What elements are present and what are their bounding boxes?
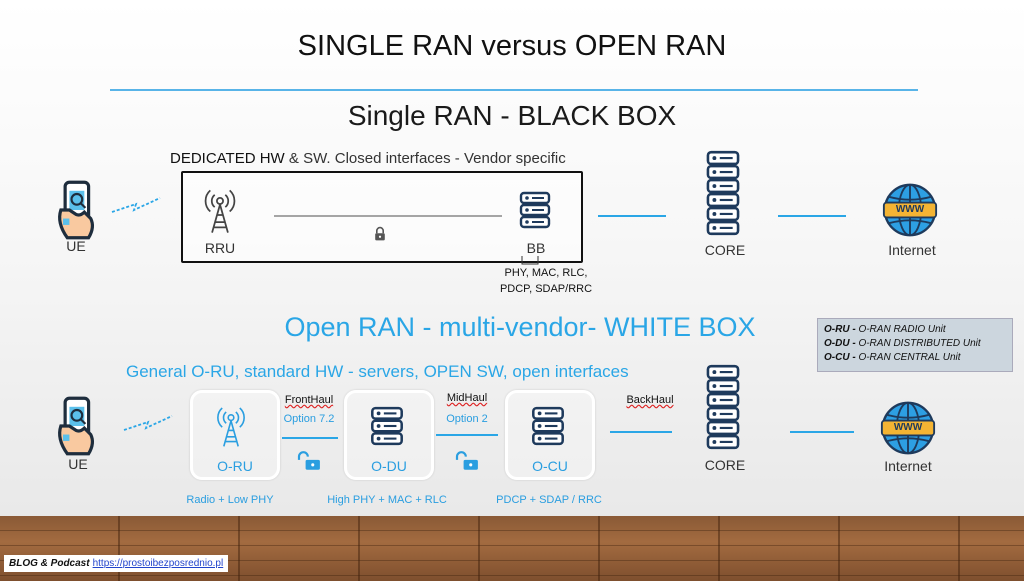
core-label: CORE	[704, 457, 746, 473]
rru-label: RRU	[204, 240, 236, 256]
open-lock-icon	[296, 450, 324, 472]
ue-phone-icon	[52, 178, 106, 242]
core-internet-link	[790, 431, 854, 433]
core-internet-link	[778, 215, 846, 217]
subtitle-rest: & SW. Closed interfaces - Vendor specifi…	[284, 150, 566, 167]
core-label: CORE	[704, 242, 746, 258]
fronthaul-link	[282, 437, 338, 439]
rru-tower-icon	[198, 180, 242, 236]
subtitle-bold: DEDICATED HW	[170, 150, 285, 167]
bb-bracket	[521, 256, 539, 265]
internal-link	[274, 215, 502, 217]
legend-key: O-CU -	[824, 352, 856, 363]
legend-box: O-RU - O-RAN RADIO Unit O-DU - O-RAN DIS…	[817, 318, 1013, 372]
core-server-icon	[698, 364, 748, 450]
open-ran-heading: Open RAN - multi-vendor- WHITE BOX	[284, 312, 756, 342]
fronthaul-label: FrontHaul	[284, 394, 334, 406]
title-divider	[110, 89, 918, 91]
backhaul-label: BackHaul	[626, 394, 674, 406]
ue-phone-icon	[52, 394, 106, 458]
footer-label: BLOG & Podcast	[9, 558, 90, 569]
legend-item-ocu: O-CU - O-RAN CENTRAL Unit	[824, 351, 1006, 365]
globe-www-text: WWW	[893, 422, 923, 433]
legend-desc: O-RAN CENTRAL Unit	[858, 352, 961, 363]
internet-label: Internet	[888, 242, 936, 258]
bb-core-link	[598, 215, 666, 217]
backhaul-link	[610, 431, 672, 433]
wireless-link-icon	[111, 197, 161, 213]
legend-desc: O-RAN RADIO Unit	[858, 324, 946, 335]
open-lock-icon	[454, 450, 482, 472]
odu-label: O-DU	[371, 458, 407, 474]
odu-caption: High PHY + MAC + RLC	[327, 494, 447, 506]
legend-item-odu: O-DU - O-RAN DISTRIBUTED Unit	[824, 337, 1006, 351]
legend-desc: O-RAN DISTRIBUTED Unit	[858, 338, 981, 349]
wireless-link-icon	[123, 415, 173, 431]
oru-caption: Radio + Low PHY	[186, 494, 274, 506]
ocu-server-icon	[527, 402, 569, 450]
internet-label: Internet	[884, 458, 932, 474]
bb-caption-line2: PDCP, SDAP/RRC	[499, 283, 593, 295]
ocu-caption: PDCP + SDAP / RRC	[496, 494, 602, 506]
open-ran-subtitle: General O-RU, standard HW - servers, OPE…	[126, 362, 629, 381]
single-ran-subtitle: DEDICATED HW & SW. Closed interfaces - V…	[170, 150, 566, 167]
bb-server-icon	[515, 187, 555, 233]
ocu-label: O-CU	[532, 458, 568, 474]
single-ran-heading: Single RAN - BLACK BOX	[347, 100, 677, 131]
black-box	[181, 171, 583, 263]
bb-label: BB	[526, 240, 546, 256]
oru-box	[190, 390, 280, 480]
page-title: SINGLE RAN versus OPEN RAN	[297, 30, 727, 62]
bb-caption-line1: PHY, MAC, RLC,	[504, 267, 588, 279]
legend-key: O-RU -	[824, 324, 856, 335]
midhaul-label: MidHaul	[446, 392, 488, 404]
core-server-icon	[698, 150, 748, 236]
bb-caption: PHY, MAC, RLC, PDCP, SDAP/RRC	[486, 265, 606, 297]
ue-label: UE	[68, 456, 88, 472]
footer-link[interactable]: https://prostoibezposrednio.pl	[92, 558, 224, 569]
lock-icon	[372, 226, 388, 242]
oru-tower-icon	[211, 398, 251, 450]
ue-label: UE	[66, 238, 86, 254]
midhaul-option: Option 2	[446, 413, 488, 425]
odu-server-icon	[366, 402, 408, 450]
legend-item-oru: O-RU - O-RAN RADIO Unit	[824, 323, 1006, 337]
oru-label: O-RU	[217, 458, 253, 474]
globe-www-text: WWW	[895, 204, 925, 215]
fronthaul-option: Option 7.2	[283, 413, 335, 425]
legend-key: O-DU -	[824, 338, 856, 349]
midhaul-link	[436, 434, 498, 436]
